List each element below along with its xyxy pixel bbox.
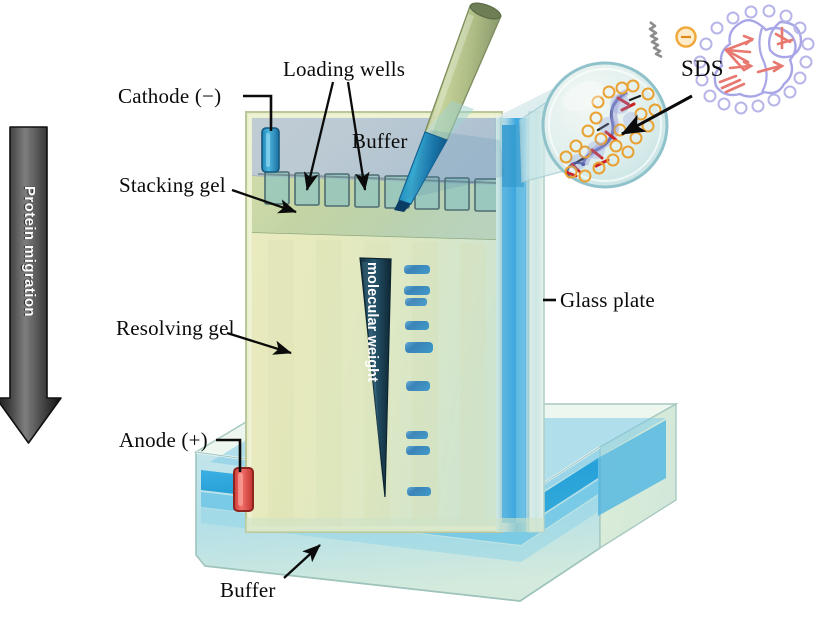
sds-label: SDS xyxy=(681,56,724,81)
protein-migration-arrow xyxy=(0,126,62,444)
glass-plate-label: Glass plate xyxy=(560,288,655,312)
loading-wells-label: Loading wells xyxy=(283,57,406,81)
protein-bands xyxy=(404,265,433,496)
leader-lines xyxy=(216,81,693,579)
sds-magnifier-inset xyxy=(519,61,669,189)
free-sds-molecule xyxy=(648,20,697,59)
buffer-top-label: Buffer xyxy=(352,129,408,153)
cathode-electrode xyxy=(261,127,280,173)
anode-electrode xyxy=(233,467,254,512)
protein-migration-label: Protein migration xyxy=(21,186,38,317)
pipette-tip xyxy=(394,2,505,212)
right-glass-plate xyxy=(495,85,561,533)
protein-ribbon-schematic xyxy=(693,4,815,115)
buffer-bottom-label: Buffer xyxy=(220,578,276,602)
anode-label: Anode (+) xyxy=(119,428,208,452)
stacking-gel-label: Stacking gel xyxy=(119,173,226,197)
cathode-label: Cathode (−) xyxy=(118,84,222,108)
molecular-weight-wedge xyxy=(359,257,392,498)
molecular-weight-label: molecular weight xyxy=(364,262,380,383)
resolving-gel-label: Resolving gel xyxy=(116,316,235,340)
